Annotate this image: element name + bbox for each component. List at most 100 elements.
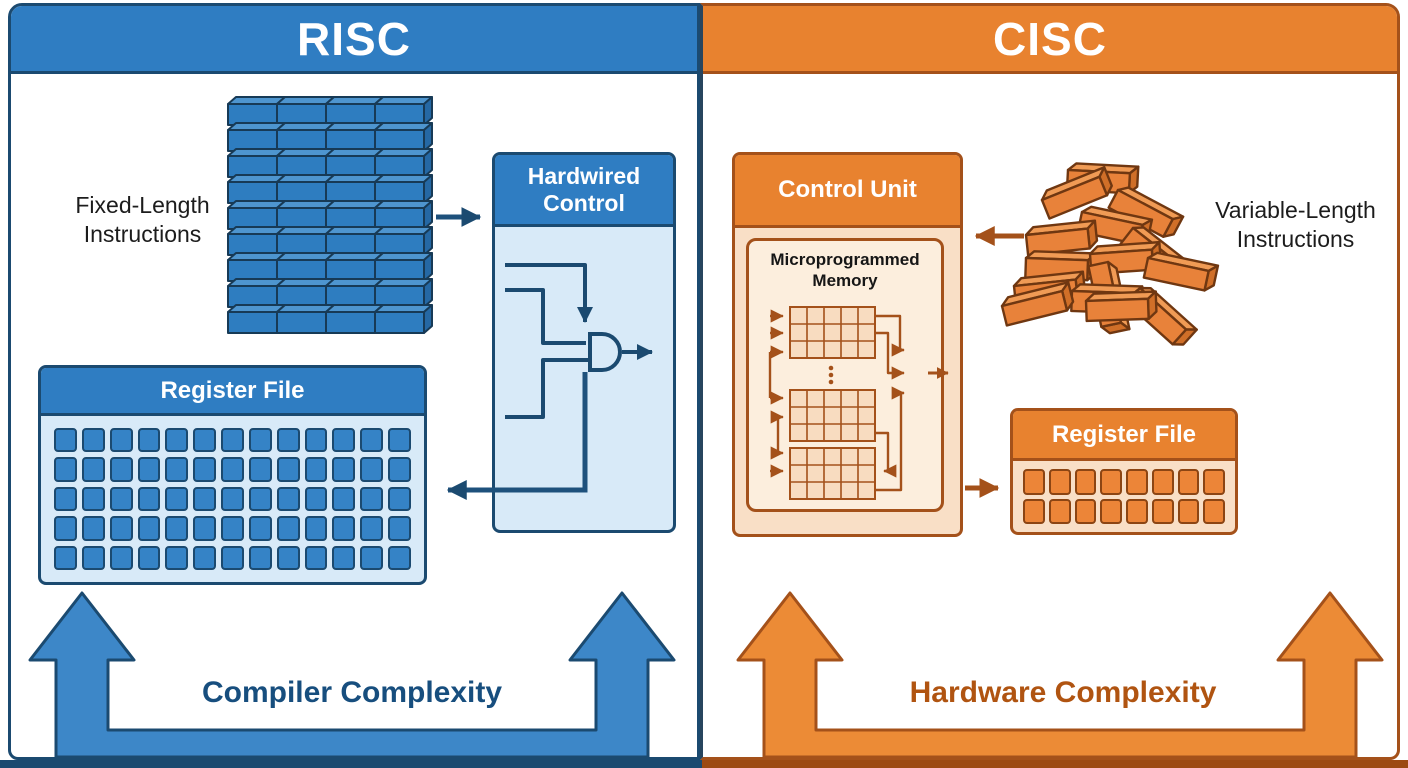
register-cell	[304, 457, 328, 482]
register-cell	[248, 457, 272, 482]
register-cell	[109, 457, 133, 482]
risc-title: RISC	[11, 6, 697, 74]
hardware-complexity-label: Hardware Complexity	[909, 676, 1217, 709]
register-cell	[276, 516, 300, 541]
risc-register-file-title: Register File	[41, 368, 424, 416]
register-cell	[165, 457, 189, 482]
register-cell	[193, 428, 217, 453]
register-cell	[1048, 469, 1071, 495]
register-cell	[304, 428, 328, 453]
register-cell	[193, 486, 217, 512]
compiler-complexity-label: Compiler Complexity	[201, 676, 503, 709]
register-cell	[137, 428, 161, 453]
register-cell	[109, 516, 133, 541]
register-cell	[54, 457, 77, 482]
hardwired-control-title: Hardwired Control	[495, 155, 673, 227]
register-cell	[193, 516, 217, 541]
register-cell	[165, 428, 189, 453]
register-cell	[81, 428, 105, 453]
register-cell	[137, 486, 161, 512]
register-cell	[276, 486, 300, 512]
register-cell	[221, 428, 244, 453]
cisc-register-file-title: Register File	[1013, 411, 1235, 461]
register-cell	[332, 428, 356, 453]
register-cell	[1126, 469, 1148, 495]
register-cell	[137, 516, 161, 541]
register-cell	[54, 516, 77, 541]
bottom-border-risc	[0, 760, 702, 768]
register-cell	[388, 545, 411, 570]
register-cell	[360, 516, 384, 541]
cisc-title: CISC	[703, 6, 1397, 74]
register-cell	[332, 457, 356, 482]
register-cell	[248, 545, 272, 570]
register-cell	[1023, 498, 1045, 524]
register-cell	[332, 516, 356, 541]
cisc-register-file-box: Register File	[1010, 408, 1238, 535]
register-cell	[1203, 469, 1225, 495]
register-cell	[248, 428, 272, 453]
register-cell	[388, 486, 411, 512]
register-cell	[276, 457, 300, 482]
register-cell	[1100, 469, 1122, 495]
register-cell	[360, 428, 384, 453]
register-cell	[109, 486, 133, 512]
bottom-border-cisc	[702, 760, 1408, 768]
register-cell	[304, 545, 328, 570]
fixed-length-instructions-label: Fixed-Length Instructions	[75, 192, 210, 247]
register-cell	[137, 545, 161, 570]
register-cell	[81, 516, 105, 541]
register-cell	[1177, 469, 1200, 495]
register-cell	[388, 457, 411, 482]
register-cell	[221, 486, 244, 512]
register-cell	[1074, 498, 1097, 524]
register-cell	[1048, 498, 1071, 524]
register-cell	[165, 486, 189, 512]
register-cell	[276, 545, 300, 570]
register-cell	[332, 545, 356, 570]
register-cell	[221, 457, 244, 482]
register-cell	[81, 457, 105, 482]
register-cell	[304, 516, 328, 541]
register-cell	[248, 486, 272, 512]
register-cell	[360, 486, 384, 512]
register-cell	[109, 428, 133, 453]
register-cell	[1151, 469, 1174, 495]
register-cell	[388, 516, 411, 541]
register-cell	[1203, 498, 1225, 524]
register-cell	[1074, 469, 1097, 495]
register-cell	[81, 545, 105, 570]
risc-register-grid	[41, 416, 424, 582]
register-cell	[248, 516, 272, 541]
register-cell	[165, 516, 189, 541]
register-cell	[137, 457, 161, 482]
register-cell	[1151, 498, 1174, 524]
microprogrammed-memory-title: Microprogrammed Memory	[770, 250, 920, 290]
register-cell	[193, 457, 217, 482]
register-cell	[54, 545, 77, 570]
control-unit-title: Control Unit	[735, 155, 960, 228]
register-cell	[388, 428, 411, 453]
register-cell	[165, 545, 189, 570]
register-cell	[221, 516, 244, 541]
variable-length-instructions-label: Variable-Length Instructions	[1215, 197, 1376, 252]
hardwired-control-box: Hardwired Control	[492, 152, 676, 533]
cisc-register-grid	[1013, 461, 1235, 532]
register-cell	[1126, 498, 1148, 524]
microprogrammed-memory-box: Microprogrammed Memory	[746, 238, 944, 512]
register-cell	[1023, 469, 1045, 495]
register-cell	[304, 486, 328, 512]
register-cell	[360, 457, 384, 482]
register-cell	[1177, 498, 1200, 524]
register-cell	[54, 486, 77, 512]
register-cell	[1100, 498, 1122, 524]
register-cell	[332, 486, 356, 512]
register-cell	[193, 545, 217, 570]
register-cell	[54, 428, 77, 453]
register-cell	[276, 428, 300, 453]
register-cell	[360, 545, 384, 570]
risc-register-file-box: Register File	[38, 365, 427, 585]
register-cell	[221, 545, 244, 570]
register-cell	[81, 486, 105, 512]
